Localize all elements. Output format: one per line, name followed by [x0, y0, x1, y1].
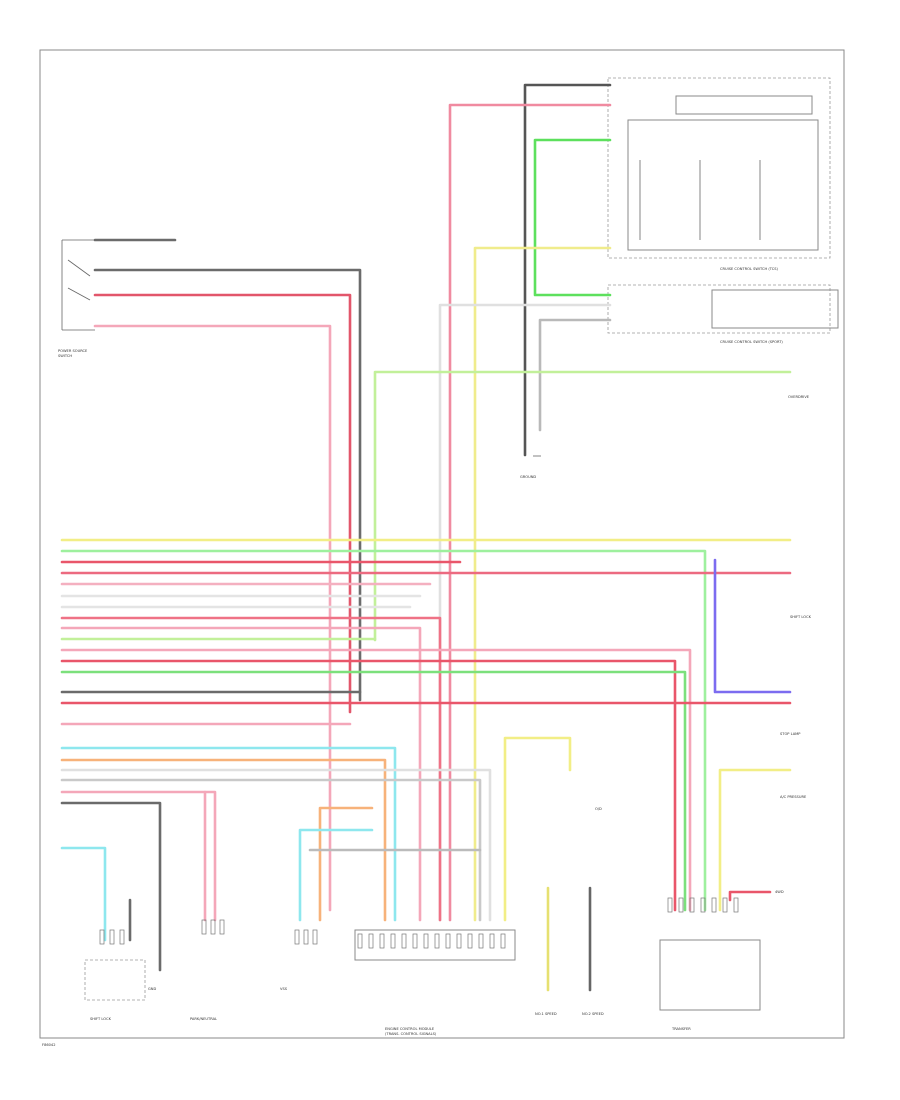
park-neutral-connector-pin — [210, 919, 216, 935]
ecm-connector-pin — [467, 933, 473, 949]
cruise-control-module: CRUISE CONTROL SWITCH (TCS) — [607, 77, 831, 271]
ecm-connector-pin — [500, 933, 506, 949]
ac-pressure-label: A/C PRESSURE — [780, 795, 807, 799]
transfer-connector-pin — [711, 897, 717, 913]
connector-bank-ecm — [354, 929, 516, 961]
cruise-sub-label: CRUISE CONTROL SWITCH (SPORT) — [720, 340, 783, 344]
transfer-connector-pin — [689, 897, 695, 913]
vss-connector-pin — [303, 929, 309, 945]
park-neutral-label: PARK/NEUTRAL — [190, 1017, 217, 1021]
ecm-connector-pin — [478, 933, 484, 949]
ecm-connector-pin — [379, 933, 385, 949]
wire-yellow-vertical — [473, 246, 612, 922]
no1-sensor-label: NO.1 SPEED — [535, 1012, 557, 1016]
no2-sensor-label: NO.2 SPEED — [582, 1012, 604, 1016]
transfer-label: TRANSFER — [671, 1027, 691, 1031]
power-source-label: POWER SOURCE — [58, 349, 88, 353]
vss-connector-pin — [294, 929, 300, 945]
wire-yellow-center — [503, 736, 572, 922]
wire-gray-vertical — [538, 318, 612, 432]
ecm-connector-pin — [368, 933, 374, 949]
bus-pink3 — [60, 648, 692, 912]
diagram-frame — [39, 49, 845, 1039]
wire-yellow-right — [718, 768, 792, 912]
connector-bank-right — [659, 939, 761, 1011]
wire-red-right-bottom — [728, 890, 772, 902]
wire-black-vertical — [523, 83, 612, 457]
bus-pink5 — [60, 790, 217, 922]
transfer-connector-pin — [733, 897, 739, 913]
bus-gray — [60, 778, 482, 922]
cruise-sub-module: CRUISE CONTROL SWITCH (SPORT) — [607, 284, 839, 344]
shift-lock-connector-pin — [119, 929, 125, 945]
vss-connector-pin — [312, 929, 318, 945]
power-source-label-2: SWITCH — [58, 354, 72, 358]
bus-orange — [60, 758, 387, 922]
shift-lock-ecu-label: SHIFT LOCK — [790, 615, 812, 619]
power-source-switch: POWER SOURCE SWITCH — [58, 239, 95, 358]
bus-pink2 — [60, 626, 422, 922]
wire-cyan-left — [60, 846, 107, 942]
ecm-label: ENGINE CONTROL MODULE — [385, 1027, 435, 1031]
shift-lock-connector-pin — [99, 929, 105, 945]
bus-black2 — [60, 801, 162, 972]
ecm-connector-pin — [412, 933, 418, 949]
wire-black-top — [93, 268, 362, 702]
bus-red4 — [60, 659, 677, 912]
transfer-connector-pin — [722, 897, 728, 913]
gnd-b-label: GND — [148, 987, 156, 991]
footer-code: F86042 — [42, 1043, 56, 1047]
bus-ltgreen — [60, 549, 707, 912]
ecm-connector-pin — [445, 933, 451, 949]
shift-lock-connector-pin — [109, 929, 115, 945]
wire-pink-top — [93, 324, 332, 912]
left-switch-box — [84, 959, 146, 1001]
wire-ltgreen-horizontal — [373, 370, 792, 642]
ecm-connector-pin — [456, 933, 462, 949]
stop-lamp-label: STOP LAMP — [780, 732, 801, 736]
ecm-label-2: (TRANS. CONTROL SIGNALS) — [385, 1032, 437, 1036]
transfer-connector-pin — [667, 897, 673, 913]
cruise-main-label: CRUISE CONTROL SWITCH (TCS) — [720, 267, 778, 271]
bus-green — [60, 670, 687, 912]
transfer-connector-pin — [678, 897, 684, 913]
od-solenoid-label: O/D — [595, 807, 602, 811]
ground-a-label: GROUND — [520, 475, 536, 479]
transfer-connector-pin — [700, 897, 706, 913]
bus-red3 — [60, 616, 442, 922]
wire-cyan-mid — [298, 828, 374, 922]
ecm-connector-pin — [434, 933, 440, 949]
ecm-connector-pin — [401, 933, 407, 949]
shift-lock-label: SHIFT LOCK — [90, 1017, 112, 1021]
bus-cyan — [60, 746, 397, 922]
wire-orange-mid — [318, 806, 374, 922]
ecm-connector-pin — [423, 933, 429, 949]
vss-label: VSS — [280, 987, 288, 991]
wire-green-vertical — [533, 138, 612, 297]
park-neutral-connector-pin — [201, 919, 207, 935]
ecm-connector-pin — [489, 933, 495, 949]
ground-a: GROUND — [520, 455, 541, 479]
wire-blue — [713, 558, 792, 694]
od-main-switch-label: OVERDRIVE — [788, 395, 810, 399]
wire-pink-vertical — [448, 103, 612, 922]
ecm-connector-pin — [390, 933, 396, 949]
four-wd-label: 4WD — [775, 890, 784, 894]
ecm-connector-pin — [357, 933, 363, 949]
bus-white3 — [60, 768, 492, 922]
park-neutral-connector-pin — [219, 919, 225, 935]
